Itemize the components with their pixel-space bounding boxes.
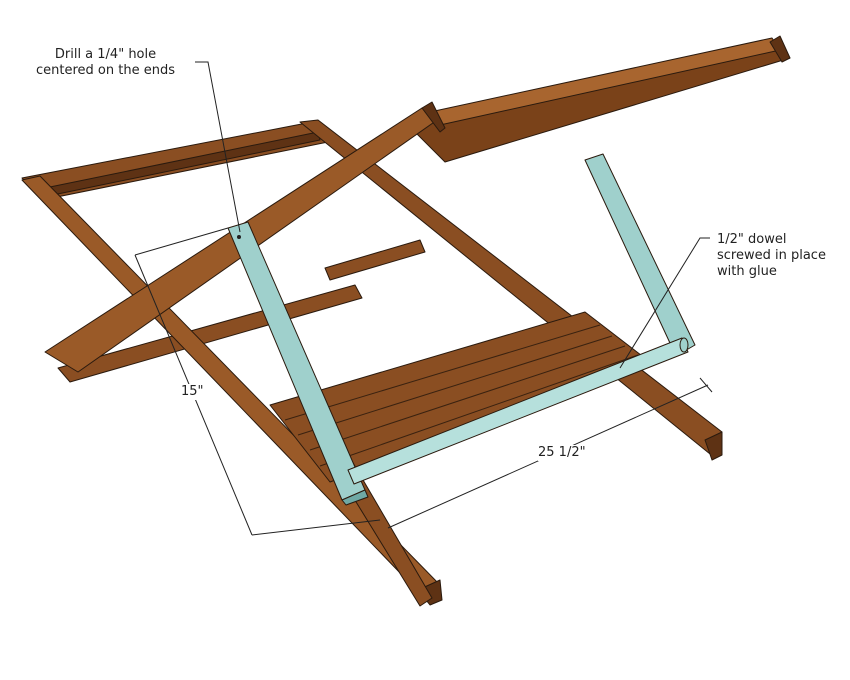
drill-hole <box>237 235 241 239</box>
drill-annotation: Drill a 1/4" hole centered on the ends <box>36 47 175 79</box>
dowel-end <box>679 337 689 353</box>
right-support <box>584 153 696 357</box>
arm-end <box>421 101 446 133</box>
dowel-annotation-line1: 1/2" dowel <box>717 232 787 247</box>
dowel <box>347 337 689 485</box>
dowel-leader-line <box>619 237 710 369</box>
back-panel-end <box>769 35 791 63</box>
left-support-side <box>341 489 369 506</box>
left-back-rail-slat <box>44 131 321 197</box>
dowel-annotation: 1/2" dowel screwed in place with glue <box>717 232 826 280</box>
drill-annotation-line1: Drill a 1/4" hole <box>54 47 157 62</box>
height-dimension-label: 15" <box>181 384 204 400</box>
drill-leader-line <box>195 61 241 233</box>
drill-annotation-line2: centered on the ends <box>36 63 175 78</box>
dowel-annotation-line3: with glue <box>717 264 777 279</box>
dowel-annotation-line2: screwed in place <box>717 248 826 263</box>
lower-rail-stub <box>324 239 426 281</box>
width-dimension-label: 25 1/2" <box>538 445 586 461</box>
right-leg-end <box>704 431 723 461</box>
